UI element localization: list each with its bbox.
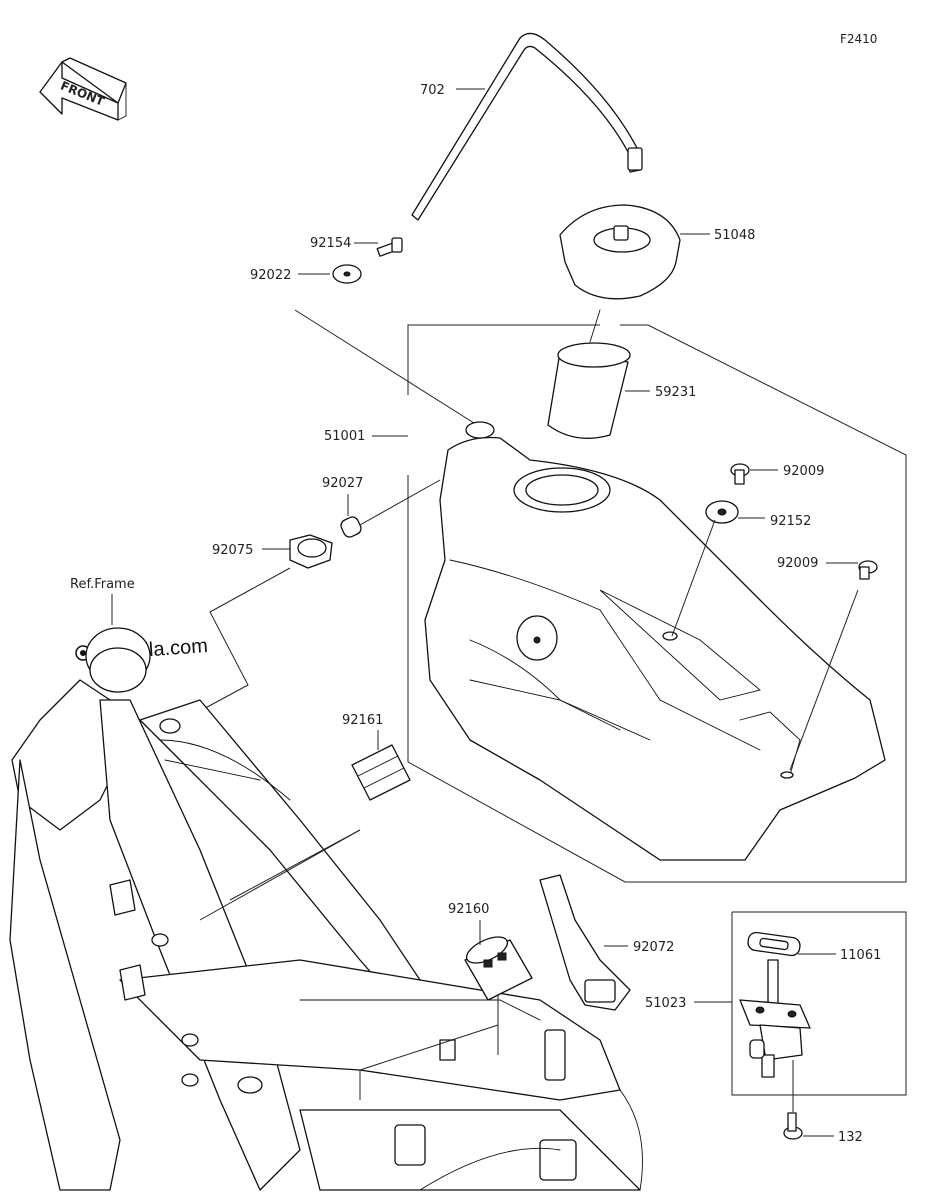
diagram-code: F2410 [840,32,877,46]
part-label-59231[interactable]: 59231 [655,385,696,400]
part-label-92152[interactable]: 92152 [770,514,811,529]
bolt-92154[interactable] [376,237,403,257]
gasket-11061[interactable] [747,931,801,957]
fuel-petcock[interactable] [739,959,811,1078]
ref-frame-label: Ref.Frame [70,577,135,592]
band-92072[interactable] [539,874,631,1011]
fuel-tank-51001[interactable] [424,421,886,861]
damper-92152[interactable] [705,500,739,524]
collar-92027[interactable] [339,515,363,539]
screw-92009-top[interactable] [730,463,750,485]
part-label-92160[interactable]: 92160 [448,902,489,917]
part-label-92009-right[interactable]: 92009 [777,556,818,571]
grommet-92075[interactable] [289,534,333,569]
part-label-132[interactable]: 132 [838,1130,863,1145]
part-label-51048[interactable]: 51048 [714,228,755,243]
part-label-92027[interactable]: 92027 [322,476,363,491]
damper-92161[interactable] [351,744,411,801]
part-label-92022[interactable]: 92022 [250,268,291,283]
part-label-92072[interactable]: 92072 [633,940,674,955]
part-label-702[interactable]: 702 [420,83,445,98]
part-label-51023[interactable]: 51023 [645,996,686,1011]
damper-92160[interactable] [463,932,533,1001]
part-label-92075[interactable]: 92075 [212,543,253,558]
screw-92009-right[interactable] [858,560,878,580]
part-label-92154[interactable]: 92154 [310,236,351,251]
part-label-11061[interactable]: 11061 [840,948,881,963]
part-label-92009-top[interactable]: 92009 [783,464,824,479]
breather-hose[interactable] [411,32,643,221]
bolt-132[interactable] [783,1112,803,1140]
part-label-51001[interactable]: 51001 [324,429,365,444]
washer-92022[interactable] [332,264,362,284]
fuel-cap-51048[interactable] [559,204,681,300]
front-arrow-icon: FRONT [39,57,127,121]
filter-59231[interactable] [547,309,631,439]
part-label-92161[interactable]: 92161 [342,713,383,728]
